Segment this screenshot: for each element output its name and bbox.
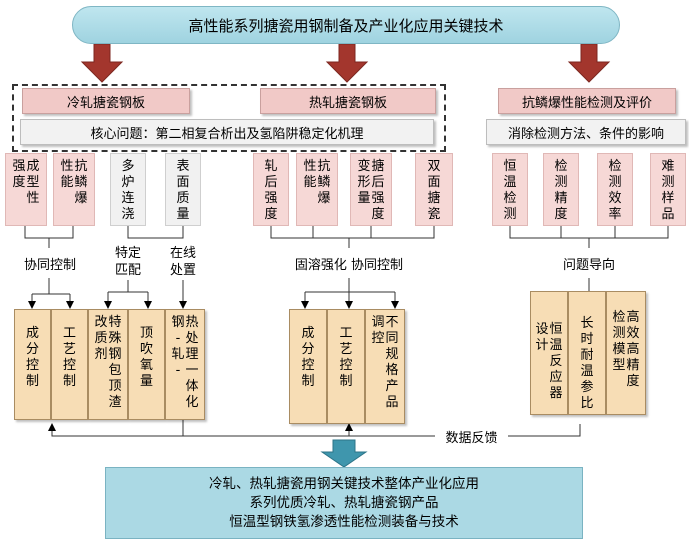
detect-prop-difficult: 难测样品 bbox=[650, 153, 686, 226]
category-detect: 抗鳞爆性能检测及评价 bbox=[498, 88, 676, 114]
text-column: 工艺控制 bbox=[62, 326, 76, 389]
line-cold-split bbox=[32, 278, 70, 295]
text-column: 调控 bbox=[371, 315, 385, 346]
text-column: 抗鳞爆 bbox=[74, 159, 88, 206]
text-column: 表面质量 bbox=[176, 159, 190, 222]
text-column: 检测效率 bbox=[608, 159, 622, 222]
line-cold-match bbox=[108, 278, 148, 293]
bracket-hot bbox=[270, 226, 435, 248]
red-arrow-detect bbox=[567, 43, 611, 83]
cold-result-composition: 成分控制 bbox=[14, 309, 51, 420]
cold-result-ladle-slag: 特殊钢包顶渣改质剂 bbox=[88, 309, 128, 420]
text-column: 性能 bbox=[60, 159, 74, 190]
bracket-detect bbox=[509, 226, 669, 248]
text-column: 成型性 bbox=[26, 159, 40, 206]
detect-result-reference: 长时耐温参比 bbox=[568, 291, 606, 415]
text-column: 高效高精度 bbox=[626, 310, 640, 389]
detect-prop-constant-temp: 恒温检测 bbox=[492, 153, 528, 226]
teal-arrow-down bbox=[320, 439, 368, 468]
outcomes-box: 冷轧、热轧搪瓷用钢关键技术整体产业化应用 系列优质冷轧、热轧搪瓷钢产品 恒温型钢… bbox=[105, 467, 583, 539]
detect-prop-precision: 检测精度 bbox=[543, 153, 579, 226]
detect-result-model: 高效高精度检测模型 bbox=[606, 291, 646, 415]
text-column: 热处理一体化 bbox=[185, 315, 199, 410]
text-column: 性能 bbox=[303, 159, 317, 190]
cold-coordination-label: 协同控制 bbox=[8, 250, 92, 276]
cold-hot-group-frame bbox=[12, 84, 446, 152]
text-column: 多炉连浇 bbox=[121, 159, 135, 222]
text-column: 成分控制 bbox=[301, 326, 315, 389]
hot-result-composition: 成分控制 bbox=[289, 309, 327, 424]
outcome-line: 恒温型钢铁氢渗透性能检测装备与技术 bbox=[229, 513, 459, 530]
cold-result-oxygen: 顶吹氧量 bbox=[128, 309, 165, 420]
text-column: 设计 bbox=[535, 322, 549, 353]
detect-result-reactor: 恒温反应器设计 bbox=[530, 291, 568, 415]
text-column: 特殊钢包顶渣 bbox=[108, 315, 122, 410]
category-hot: 热轧搪瓷钢板 bbox=[260, 88, 436, 114]
hot-prop-strength: 轧后强度 bbox=[253, 153, 289, 226]
cold-prop-fishscale: 抗鳞爆性能 bbox=[53, 153, 95, 226]
text-column: 成分控制 bbox=[25, 326, 39, 389]
line-detect-split bbox=[548, 278, 622, 293]
text-column: 变形量 bbox=[357, 159, 371, 206]
cold-prop-casting: 多炉连浇 bbox=[110, 153, 146, 226]
red-arrow-hot bbox=[325, 43, 369, 83]
hot-strategy-label: 固溶强化 协同控制 bbox=[266, 250, 432, 276]
red-arrow-cold bbox=[80, 43, 124, 83]
cold-result-heat-treatment: 热处理一体化钢-轧- bbox=[165, 309, 205, 420]
text-column: 检测精度 bbox=[554, 159, 568, 222]
outcome-line: 冷轧、热轧搪瓷用钢关键技术整体产业化应用 bbox=[209, 475, 479, 492]
text-column: 不同规格产品 bbox=[385, 315, 399, 410]
cold-result-process: 工艺控制 bbox=[51, 309, 88, 420]
text-column: 长时耐温参比 bbox=[580, 316, 594, 411]
detect-prop-efficiency: 检测效率 bbox=[597, 153, 633, 226]
cold-method-online: 在线处置 bbox=[163, 244, 203, 280]
hot-result-specs: 不同规格产品调控 bbox=[365, 309, 405, 424]
cold-method-match: 特定匹配 bbox=[108, 244, 148, 280]
text-column: 工艺控制 bbox=[339, 326, 353, 389]
text-column: 钢-轧- bbox=[171, 315, 185, 378]
cold-prop-surface: 表面质量 bbox=[165, 153, 201, 226]
bracket-cold-left bbox=[24, 226, 74, 248]
bracket-cold-right bbox=[127, 226, 184, 239]
hot-result-process: 工艺控制 bbox=[327, 309, 365, 424]
text-column: 恒温检测 bbox=[503, 159, 517, 222]
text-column: 改质剂 bbox=[94, 315, 108, 362]
core-problem: 核心问题：第二相复合析出及氢陷阱稳定化机理 bbox=[20, 119, 434, 145]
outcome-line: 系列优质冷轧、热轧搪瓷钢产品 bbox=[249, 494, 439, 511]
cold-prop-formability: 成型性强度 bbox=[5, 153, 47, 226]
text-column: 难测样品 bbox=[661, 159, 675, 222]
main-title: 高性能系列搪瓷用钢制备及产业化应用关键技术 bbox=[72, 6, 620, 44]
line-hot-split bbox=[305, 278, 395, 293]
text-column: 抗鳞爆 bbox=[317, 159, 331, 206]
feedback-label: 数据反馈 bbox=[435, 426, 508, 446]
detection-issue: 消除检测方法、条件的影响 bbox=[486, 119, 686, 145]
text-column: 轧后强度 bbox=[264, 159, 278, 222]
hot-prop-fishscale: 抗鳞爆性能 bbox=[296, 153, 338, 226]
text-column: 检测模型 bbox=[612, 310, 626, 373]
category-cold: 冷轧搪瓷钢板 bbox=[22, 88, 190, 114]
text-column: 搪后强度 bbox=[371, 159, 385, 222]
hot-prop-doubleside: 双面搪瓷 bbox=[415, 153, 453, 226]
text-column: 恒温反应器 bbox=[549, 322, 563, 401]
text-column: 强度 bbox=[12, 159, 26, 190]
detect-guidance-label: 问题导向 bbox=[548, 250, 630, 276]
hot-prop-postenamel: 搪后强度变形量 bbox=[350, 153, 392, 226]
text-column: 双面搪瓷 bbox=[427, 159, 441, 222]
text-column: 顶吹氧量 bbox=[139, 326, 153, 389]
